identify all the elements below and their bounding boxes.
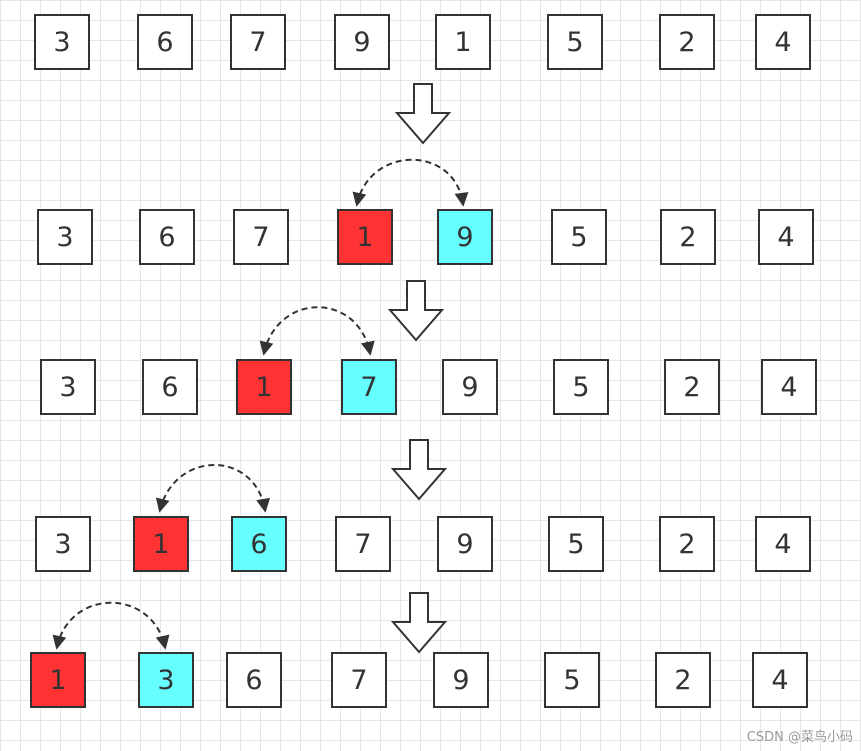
array-cell: 6 (142, 359, 198, 415)
array-cell: 2 (655, 652, 711, 708)
down-arrow-2 (387, 280, 445, 342)
array-cell: 5 (553, 359, 609, 415)
array-cell: 6 (139, 209, 195, 265)
array-cell: 1 (337, 209, 393, 265)
array-cell: 4 (752, 652, 808, 708)
swap-arrow-step-2 (352, 158, 469, 207)
array-cell: 7 (341, 359, 397, 415)
array-cell: 4 (761, 359, 817, 415)
array-cell: 9 (433, 652, 489, 708)
array-cell: 1 (133, 516, 189, 572)
array-cell: 7 (230, 14, 286, 70)
array-cell: 3 (35, 516, 91, 572)
array-cell: 9 (442, 359, 498, 415)
array-cell: 5 (544, 652, 600, 708)
array-cell: 7 (331, 652, 387, 708)
array-cell: 4 (758, 209, 814, 265)
array-cell: 2 (659, 516, 715, 572)
swap-arrow-step-5 (52, 601, 170, 650)
down-arrow-3 (390, 439, 448, 501)
array-cell: 6 (137, 14, 193, 70)
down-arrow-4 (390, 592, 448, 654)
array-cell: 7 (233, 209, 289, 265)
array-cell: 2 (659, 14, 715, 70)
array-cell: 1 (435, 14, 491, 70)
array-cell: 4 (755, 516, 811, 572)
array-cell: 1 (30, 652, 86, 708)
array-cell: 3 (37, 209, 93, 265)
down-arrow-1 (394, 83, 452, 145)
array-cell: 9 (437, 209, 493, 265)
array-cell: 1 (236, 359, 292, 415)
swap-arrow-step-4 (155, 464, 271, 513)
array-cell: 5 (551, 209, 607, 265)
array-cell: 7 (335, 516, 391, 572)
swap-arrow-step-3 (259, 306, 375, 356)
array-cell: 5 (547, 14, 603, 70)
array-cell: 6 (226, 652, 282, 708)
array-cell: 2 (664, 359, 720, 415)
array-cell: 9 (437, 516, 493, 572)
array-cell: 4 (755, 14, 811, 70)
array-cell: 3 (138, 652, 194, 708)
array-cell: 6 (231, 516, 287, 572)
array-cell: 3 (34, 14, 90, 70)
csdn-watermark: CSDN @菜鸟小码 (746, 730, 853, 745)
array-cell: 3 (40, 359, 96, 415)
array-cell: 9 (334, 14, 390, 70)
array-cell: 2 (660, 209, 716, 265)
array-cell: 5 (548, 516, 604, 572)
